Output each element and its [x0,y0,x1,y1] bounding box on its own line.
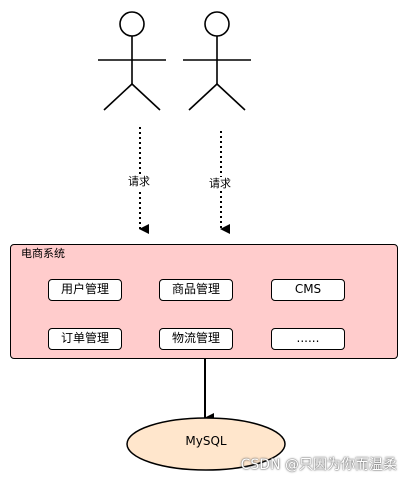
module-more: ...... [271,328,345,350]
request-label-right: 请求 [208,177,232,191]
mysql-database [126,417,286,471]
module-logistics-management: 物流管理 [159,328,233,350]
system-title: 电商系统 [21,247,65,260]
module-order-management: 订单管理 [48,328,122,350]
user-actor-right [183,11,251,111]
user-actor-left [98,11,166,111]
module-product-management: 商品管理 [159,279,233,301]
module-cms: CMS [271,279,345,301]
request-label-left: 请求 [127,175,151,189]
watermark: CSDN @只因为你而温柔 [240,457,397,473]
module-user-management: 用户管理 [48,279,122,301]
database-label: MySQL [185,434,227,448]
